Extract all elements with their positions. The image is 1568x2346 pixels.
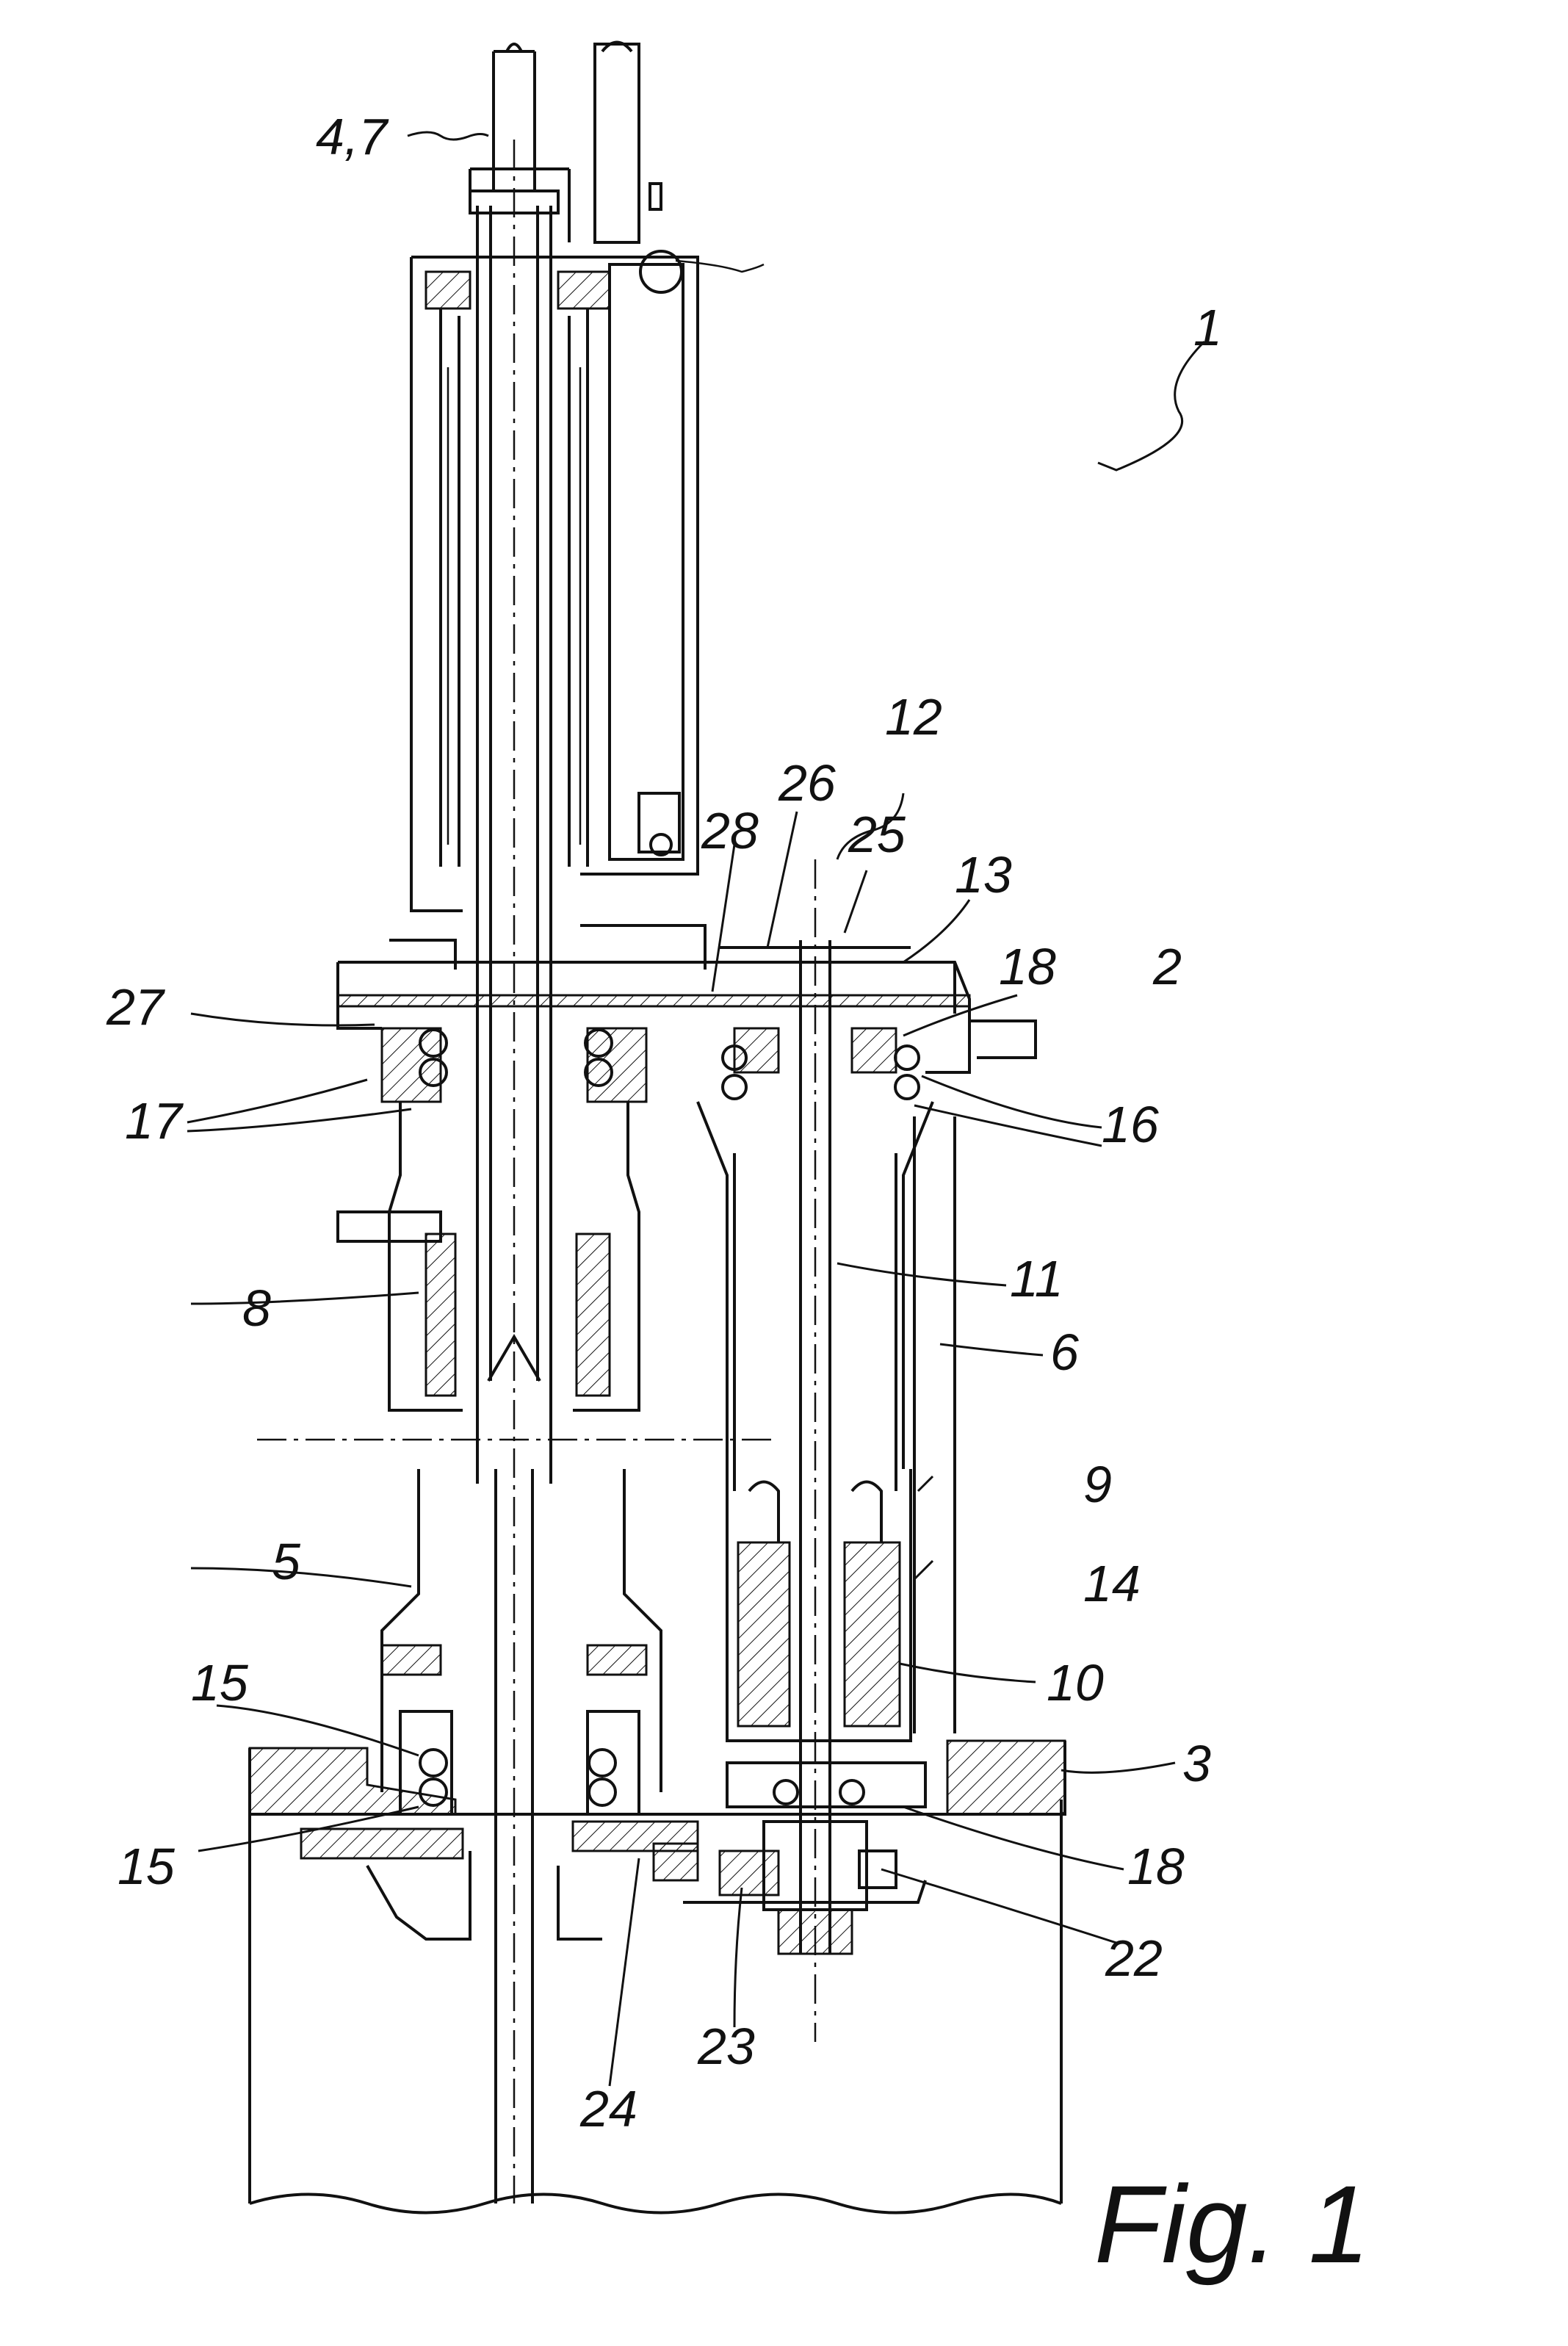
label-25: 25 — [848, 806, 906, 863]
label-28: 28 — [701, 802, 759, 859]
label-8: 8 — [242, 1280, 271, 1337]
label-27: 27 — [106, 978, 166, 1036]
label-10: 10 — [1047, 1654, 1104, 1711]
label-15-top: 15 — [191, 1654, 249, 1711]
upper-cylinder-housing — [411, 43, 764, 912]
label-1: 1 — [1193, 299, 1222, 356]
label-11: 11 — [1010, 1250, 1063, 1307]
label-17: 17 — [125, 1092, 184, 1149]
label-24: 24 — [579, 2080, 637, 2137]
reference-labels: 4,7 1 12 26 25 28 13 18 2 27 17 16 11 8 … — [106, 108, 1370, 2286]
label-9: 9 — [1083, 1456, 1112, 1513]
label-26: 26 — [778, 754, 836, 812]
label-2: 2 — [1152, 938, 1182, 995]
label-14: 14 — [1083, 1555, 1141, 1612]
base-housing — [250, 1741, 1065, 2213]
label-5: 5 — [272, 1533, 301, 1590]
label-4-7: 4,7 — [316, 108, 389, 165]
main-column — [470, 44, 569, 2204]
label-23: 23 — [697, 2018, 755, 2075]
label-12: 12 — [885, 688, 942, 746]
label-6: 6 — [1050, 1324, 1079, 1381]
label-16: 16 — [1102, 1096, 1159, 1153]
label-18-top: 18 — [999, 938, 1056, 995]
label-3: 3 — [1182, 1735, 1211, 1792]
figure-caption: Fig. 1 — [1094, 2162, 1370, 2286]
label-18-bottom: 18 — [1127, 1838, 1185, 1895]
label-13: 13 — [955, 846, 1012, 903]
lower-gears — [654, 1844, 896, 1895]
label-22: 22 — [1105, 1930, 1163, 1987]
label-15-bottom: 15 — [118, 1838, 176, 1895]
